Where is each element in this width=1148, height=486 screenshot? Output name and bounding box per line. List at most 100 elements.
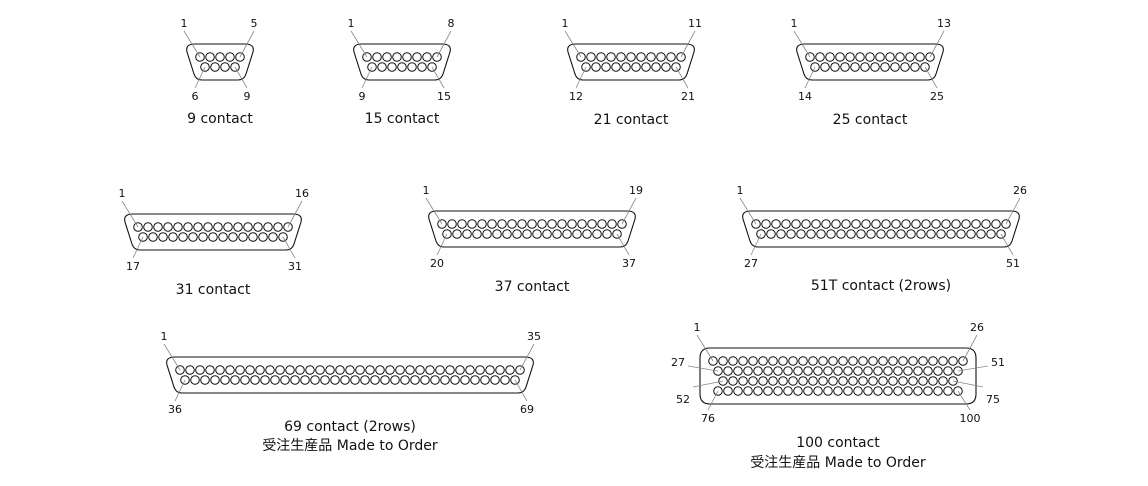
pin	[631, 62, 641, 72]
pin	[858, 376, 868, 386]
pin	[831, 219, 841, 229]
pin	[537, 219, 547, 229]
pin	[220, 375, 230, 385]
pin	[806, 229, 816, 239]
pin	[876, 229, 886, 239]
pin	[440, 375, 450, 385]
leader-line	[707, 390, 719, 411]
made-to-order-label: 受注生産品 Made to Order	[750, 455, 926, 471]
leader-line	[957, 365, 989, 372]
pin	[646, 52, 656, 62]
pin	[883, 386, 893, 396]
pin	[365, 365, 375, 375]
pin	[888, 376, 898, 386]
leader-line	[675, 66, 689, 89]
pin	[377, 62, 387, 72]
pin	[901, 219, 911, 229]
connector-label: 100 contact	[796, 435, 880, 451]
leader-line	[194, 66, 206, 89]
pin	[190, 375, 200, 385]
pin	[168, 232, 178, 242]
connector-label: 69 contact (2rows)	[284, 419, 416, 435]
pin	[490, 375, 500, 385]
pin	[868, 356, 878, 366]
pin	[465, 365, 475, 375]
pin	[728, 376, 738, 386]
pin	[185, 365, 195, 375]
pin	[626, 52, 636, 62]
pin	[380, 375, 390, 385]
pin	[743, 386, 753, 396]
pin	[783, 386, 793, 396]
pin	[457, 219, 467, 229]
pin	[946, 229, 956, 239]
pin	[791, 219, 801, 229]
pin	[500, 375, 510, 385]
pin	[230, 375, 240, 385]
pin	[911, 219, 921, 229]
connector-shell	[428, 210, 636, 248]
pin-number-label: 27	[671, 356, 685, 369]
pin	[966, 229, 976, 239]
leader-line	[425, 197, 443, 225]
pin	[853, 366, 863, 376]
pin	[986, 229, 996, 239]
pin	[452, 229, 462, 239]
pin	[270, 375, 280, 385]
pin	[898, 356, 908, 366]
pin	[382, 52, 392, 62]
connector-shell	[186, 43, 254, 81]
pin	[512, 229, 522, 239]
pin	[148, 232, 158, 242]
pin	[753, 386, 763, 396]
pin	[210, 62, 220, 72]
pin	[651, 62, 661, 72]
pin	[198, 232, 208, 242]
pin	[472, 229, 482, 239]
leader-line	[1005, 197, 1021, 225]
connector-shell	[796, 43, 944, 81]
pin	[400, 375, 410, 385]
connector-label: 21 contact	[594, 112, 669, 128]
pin-number-label: 1	[694, 321, 701, 334]
connector-label: 51T contact (2rows)	[811, 278, 951, 294]
pin	[268, 232, 278, 242]
pin	[786, 229, 796, 239]
pin	[596, 52, 606, 62]
pin-number-label: 1	[423, 184, 430, 197]
pin-number-label: 52	[676, 393, 690, 406]
pin-number-label: 13	[937, 17, 951, 30]
pin	[280, 375, 290, 385]
pin	[923, 366, 933, 376]
connector-label: 31 contact	[176, 282, 251, 298]
pin	[601, 62, 611, 72]
pin	[936, 229, 946, 239]
connector-label: 15 contact	[365, 111, 440, 127]
pin	[801, 219, 811, 229]
pin	[778, 356, 788, 366]
pin	[178, 232, 188, 242]
pin	[656, 52, 666, 62]
pin	[833, 386, 843, 396]
pin	[310, 375, 320, 385]
pin	[906, 229, 916, 239]
pin-number-label: 21	[681, 90, 695, 103]
pin	[607, 219, 617, 229]
pin	[768, 376, 778, 386]
pin-number-label: 1	[791, 17, 798, 30]
pin	[961, 219, 971, 229]
leader-line	[696, 334, 714, 362]
pin	[487, 219, 497, 229]
pin	[641, 62, 651, 72]
pin	[360, 375, 370, 385]
pin-number-label: 26	[1013, 184, 1027, 197]
pin-number-label: 6	[192, 90, 199, 103]
pin-number-label: 11	[688, 17, 702, 30]
leader-line	[564, 30, 582, 58]
pin	[557, 219, 567, 229]
pin	[863, 366, 873, 376]
pin	[828, 356, 838, 366]
pin-number-label: 76	[701, 412, 715, 425]
pin	[718, 356, 728, 366]
pin	[265, 365, 275, 375]
